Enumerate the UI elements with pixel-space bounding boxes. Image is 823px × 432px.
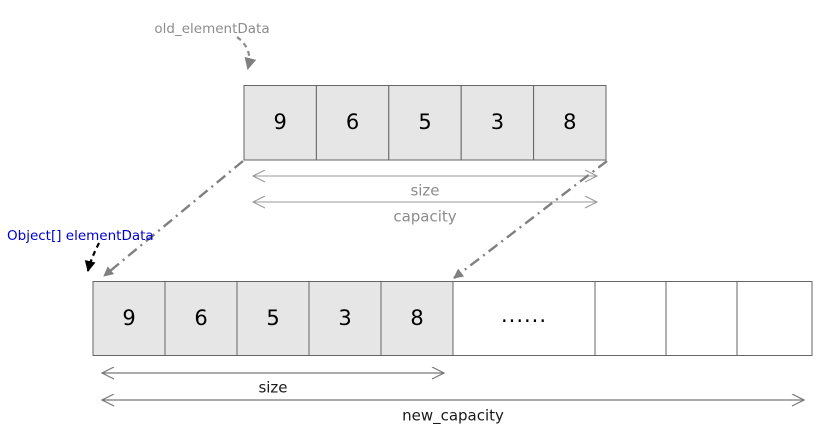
array-cell-value: 9: [274, 110, 287, 134]
array-cell: [164, 281, 238, 356]
array-cell-value: 5: [266, 306, 279, 330]
array-cell-value: 5: [418, 110, 431, 134]
element-data-arrow: [84, 242, 100, 272]
old-array-cells: 9 6 5 3 8: [243, 85, 607, 161]
array-cell: [315, 85, 390, 161]
old-element-data-label: old_elementData: [154, 21, 269, 37]
old-array-group: old_elementData 9 6 5 3 8 size: [154, 21, 607, 226]
array-cell: [388, 85, 462, 161]
array-cell-value: 9: [122, 306, 135, 330]
capacity-label: capacity: [393, 208, 456, 226]
new-array-size-measure: size: [102, 373, 444, 397]
array-cell: [243, 85, 317, 161]
old-array-capacity-measure: capacity: [253, 202, 597, 226]
size-label: size: [410, 182, 439, 200]
new-array-group: Object[] elementData 9 6 5 3 8 ......: [7, 228, 813, 426]
array-cell-value: 3: [491, 110, 504, 134]
size-label: size: [258, 379, 287, 397]
array-cell: [380, 281, 454, 356]
element-data-label: Object[] elementData: [7, 228, 154, 244]
connector-left-dashdot: [103, 160, 244, 277]
array-cell: [736, 281, 813, 356]
array-cell: [594, 281, 667, 356]
array-cell: [236, 281, 310, 356]
array-cell: [665, 281, 738, 356]
array-cell-value: 3: [338, 306, 351, 330]
old-element-data-arrow: [236, 36, 257, 70]
array-cell: [92, 281, 166, 356]
array-cell: [308, 281, 382, 356]
old-array-size-measure: size: [253, 176, 597, 200]
copy-connectors: [103, 160, 608, 279]
array-cell-value: 8: [410, 306, 423, 330]
array-cell-value: 8: [563, 110, 576, 134]
array-cell-value: 6: [346, 110, 359, 134]
array-cell: [460, 85, 535, 161]
array-cell-value: 6: [194, 306, 207, 330]
new-capacity-label: new_capacity: [402, 407, 504, 426]
connector-right-dashdot: [453, 160, 608, 279]
new-array-cells: 9 6 5 3 8 ......: [92, 281, 813, 356]
new-array-capacity-measure: new_capacity: [102, 400, 804, 426]
array-cell: [533, 85, 607, 161]
array-cell-ellipsis: [452, 281, 596, 356]
array-cell-ellipsis-value: ......: [501, 303, 547, 327]
